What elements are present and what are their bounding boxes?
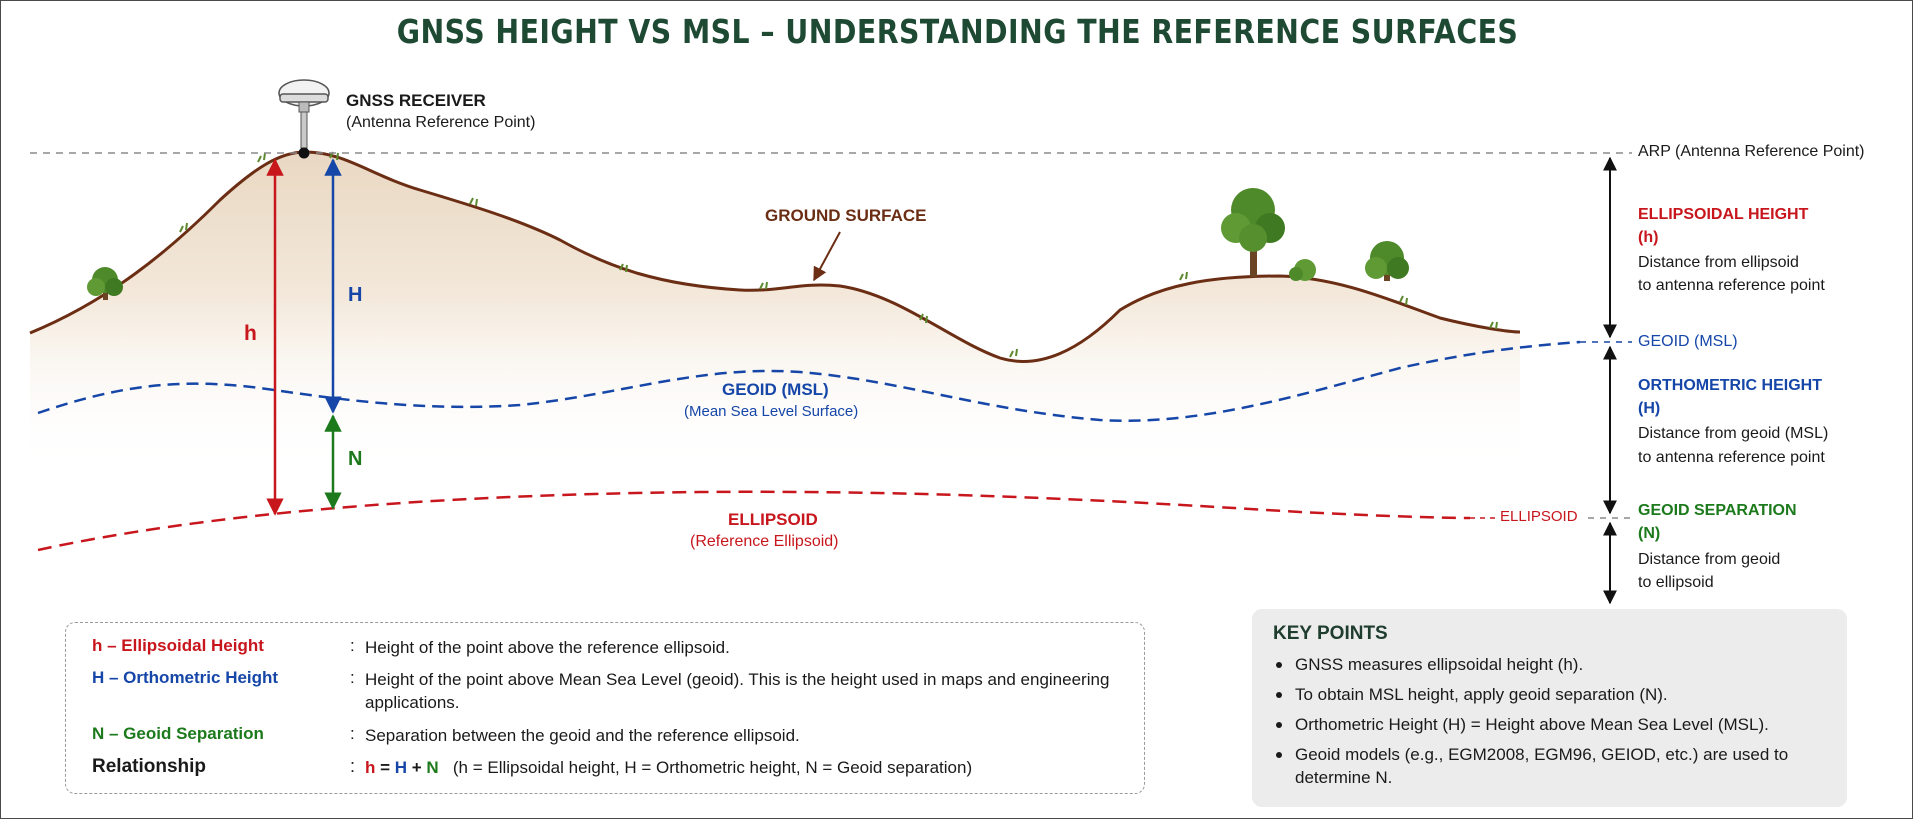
legend-desc: Height of the point above the reference … [365, 638, 730, 657]
legend-term: Relationship [92, 756, 207, 777]
ellipsoidal-height-desc: to antenna reference point [1638, 277, 1825, 294]
legend-separator: : [350, 724, 355, 743]
geoid-scale-label: GEOID (MSL) [1638, 333, 1738, 350]
ground-surface-line [29, 150, 1521, 363]
ellipsoidal-height-desc: Distance from ellipsoid [1638, 254, 1799, 271]
geoid-separation-title: GEOID SEPARATION [1638, 502, 1797, 519]
geoid-separation-desc: Distance from geoid [1638, 551, 1781, 568]
page-title: GNSS HEIGHT VS MSL – UNDERSTANDING THE R… [396, 12, 1519, 51]
orthometric-height-title: ORTHOMETRIC HEIGHT [1638, 377, 1822, 394]
legend-term: h – Ellipsoidal Height [92, 636, 264, 655]
ellipsoidal-height-title: ELLIPSOIDAL HEIGHT [1638, 206, 1809, 223]
key-point-item: Orthometric Height (H) = Height above Me… [1273, 713, 1833, 736]
legend-desc: Height of the point above Mean Sea Level… [365, 670, 1110, 712]
legend-separator: : [350, 636, 355, 655]
receiver-label: GNSS RECEIVER [346, 91, 486, 110]
relationship-formula: h = H + N (h = Ellipsoidal height, H = O… [365, 756, 1125, 779]
legend-desc: Separation between the geoid and the ref… [365, 726, 800, 745]
key-point-item: Geoid models (e.g., EGM2008, EGM96, GEIO… [1273, 743, 1833, 789]
legend-term: N – Geoid Separation [92, 724, 264, 743]
ellipsoid-sublabel: (Reference Ellipsoid) [690, 533, 839, 550]
key-points-list: GNSS measures ellipsoidal height (h). To… [1273, 653, 1833, 796]
N-symbol: N [348, 448, 363, 470]
key-points-panel: KEY POINTS GNSS measures ellipsoidal hei… [1252, 609, 1847, 807]
ground-surface-label: GROUND SURFACE [765, 206, 927, 225]
orthometric-height-desc: Distance from geoid (MSL) [1638, 425, 1829, 442]
geoid-sublabel: (Mean Sea Level Surface) [684, 403, 859, 420]
legend-separator: : [350, 756, 356, 776]
tree-icon [87, 267, 123, 300]
receiver-sublabel: (Antenna Reference Point) [346, 114, 536, 131]
formula-equals: = [375, 758, 395, 777]
tree-icon [1221, 188, 1285, 277]
gnss-antenna-icon [278, 79, 330, 159]
key-point-item: To obtain MSL height, apply geoid separa… [1273, 683, 1833, 706]
orthometric-height-desc: to antenna reference point [1638, 449, 1825, 466]
tree-icon [1289, 259, 1316, 281]
geoid-curve [37, 340, 1581, 422]
formula-plus: + [407, 758, 427, 777]
key-points-title: KEY POINTS [1273, 623, 1388, 644]
arp-scale-label: ARP (Antenna Reference Point) [1638, 143, 1865, 160]
formula-N: N [426, 758, 439, 777]
key-point-item: GNSS measures ellipsoidal height (h). [1273, 653, 1833, 676]
H-symbol: H [348, 284, 363, 306]
tree-icon [1365, 241, 1409, 281]
geoid-separation-desc: to ellipsoid [1638, 574, 1714, 591]
geoid-separation-symbol: (N) [1638, 525, 1661, 542]
ellipsoid-label: ELLIPSOID [728, 510, 818, 529]
legend-separator: : [350, 668, 355, 687]
terrain-fill [30, 152, 1520, 470]
ellipsoid-scale-label: ELLIPSOID [1500, 508, 1578, 525]
formula-H: H [394, 758, 408, 777]
geoid-label: GEOID (MSL) [722, 380, 829, 399]
legend-term: H – Orthometric Height [92, 668, 279, 687]
legend-box: h – Ellipsoidal Height : Height of the p… [65, 622, 1145, 794]
ellipsoidal-height-symbol: (h) [1638, 229, 1659, 246]
formula-note: (h = Ellipsoidal height, H = Orthometric… [452, 758, 973, 777]
ground-surface-pointer [813, 231, 841, 282]
h-symbol: h [244, 322, 257, 345]
grass-tufts [179, 151, 1498, 358]
formula-h: h [365, 758, 376, 777]
orthometric-height-symbol: (H) [1638, 400, 1661, 417]
